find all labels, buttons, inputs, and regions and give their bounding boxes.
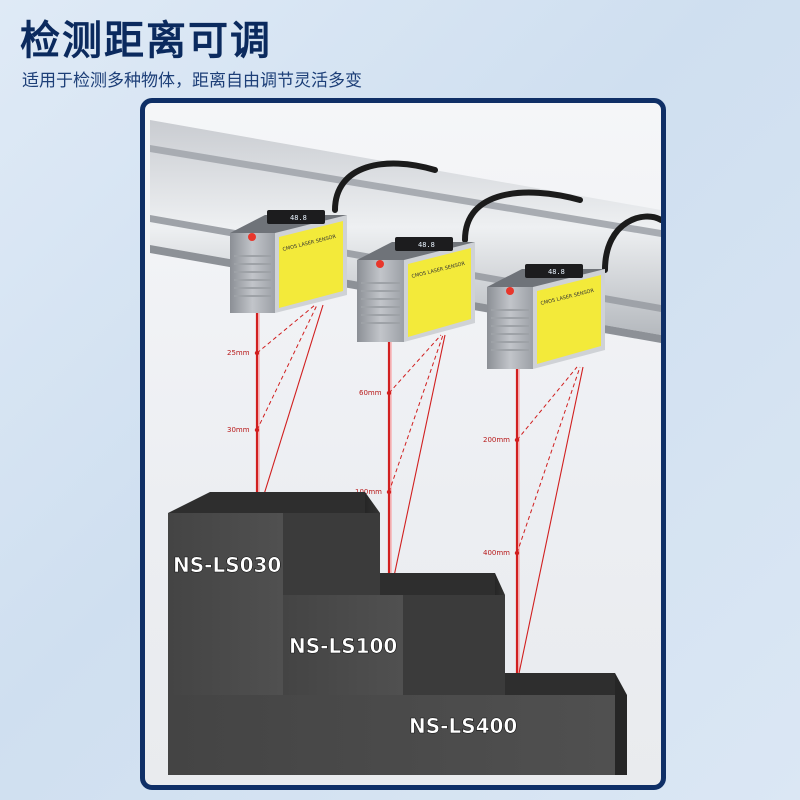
sensor-display: 48.8 <box>548 268 565 276</box>
sensor-illustration: 25mm 30mm 35mm 60mm 100mm 140mm 200mm 40… <box>150 120 661 775</box>
indicator-led <box>248 233 256 241</box>
mark-label: 100mm <box>355 488 382 496</box>
page-title: 检测距离可调 <box>20 18 272 64</box>
sensor-display: 48.8 <box>290 214 307 222</box>
model-label-ls100: NS-LS100 <box>289 634 397 658</box>
laser-sensor-1: 48.8 CMOS LASER SENSOR <box>230 210 347 313</box>
laser-sensor-3: 48.8 CMOS LASER SENSOR <box>487 264 605 369</box>
mark-label: 200mm <box>483 436 510 444</box>
mark-label: 30mm <box>227 426 250 434</box>
indicator-led <box>506 287 514 295</box>
sensor-cables <box>332 160 661 273</box>
mark-label: 25mm <box>227 349 250 357</box>
laser-sensor-2: 48.8 CMOS LASER SENSOR <box>357 237 475 342</box>
model-label-ls400: NS-LS400 <box>409 714 517 738</box>
mark-label: 60mm <box>359 389 382 397</box>
sensor-display: 48.8 <box>418 241 435 249</box>
laser-beams <box>255 304 584 684</box>
indicator-led <box>376 260 384 268</box>
stair-blocks <box>168 492 627 775</box>
model-label-ls030: NS-LS030 <box>173 553 281 577</box>
product-image-frame: 25mm 30mm 35mm 60mm 100mm 140mm 200mm 40… <box>140 98 666 790</box>
page-subtitle: 适用于检测多种物体，距离自由调节灵活多变 <box>22 71 362 91</box>
mark-label: 400mm <box>483 549 510 557</box>
